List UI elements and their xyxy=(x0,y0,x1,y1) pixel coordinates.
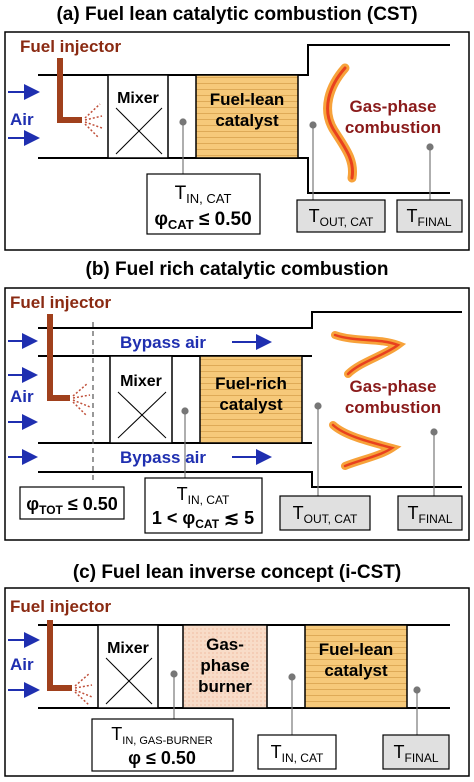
panel-b-mixer-box xyxy=(109,355,173,444)
panel-a-frame xyxy=(4,31,470,251)
panel-a-upper-duct-wall xyxy=(38,44,450,76)
panel-c-catalyst-label-1: Fuel-lean xyxy=(319,640,394,659)
panel-a-tout-label: TOUT, CAT xyxy=(309,206,374,229)
panel-b-catalyst-box xyxy=(199,355,303,444)
panel-b-bypass-bottom-label: Bypass air xyxy=(120,448,206,467)
panel-b-gas-phase-label-1: Gas-phase xyxy=(350,377,437,396)
panel-a-tin-label: TIN, CAT xyxy=(175,183,232,206)
panel-b-mixer-label: Mixer xyxy=(120,373,162,390)
panel-b-tout-box xyxy=(279,495,371,531)
panel-b-air-label: Air xyxy=(10,387,34,406)
panel-a-catalyst-label-2: catalyst xyxy=(215,111,279,130)
panel-c: (c) Fuel lean inverse concept (i-CST) Fu… xyxy=(4,562,470,777)
panel-a: (a) Fuel lean catalytic combustion (CST)… xyxy=(4,4,470,251)
panel-c-probes xyxy=(170,670,421,735)
panel-c-tfinal-box xyxy=(382,734,450,770)
panel-b-outer-upper-wall xyxy=(38,311,462,329)
panel-c-tin-gb-label: TIN, GAS-BURNER xyxy=(111,724,213,747)
panel-a-tfinal-box xyxy=(396,199,463,233)
panel-a-lower-duct-wall xyxy=(38,157,450,194)
panel-b-spray-icon xyxy=(72,382,91,417)
panel-c-burner-label-3: burner xyxy=(198,677,252,696)
panel-b-fuel-injector-icon xyxy=(47,314,70,401)
panel-c-fuel-injector-label: Fuel injector xyxy=(10,597,111,616)
panel-b-fuel-injector-label: Fuel injector xyxy=(10,293,111,312)
panel-c-tfinal-label: TFINAL xyxy=(393,742,438,765)
panel-a-gas-phase-label-1: Gas-phase xyxy=(350,97,437,116)
panel-c-burner-label-1: Gas- xyxy=(206,635,244,654)
panel-a-title: (a) Fuel lean catalytic combustion (CST) xyxy=(56,4,417,25)
panel-a-gas-phase-label-2: combustion xyxy=(345,118,441,137)
panel-b-tin-box xyxy=(144,477,263,534)
panel-a-tin-box xyxy=(146,173,261,235)
panel-c-spray-icon xyxy=(74,672,93,706)
panel-b-phitot-box xyxy=(19,486,125,520)
panel-c-tin-gb-box xyxy=(91,718,234,772)
panel-c-fuel-injector-icon xyxy=(47,620,72,691)
panel-a-tfinal-label: TFINAL xyxy=(406,206,451,229)
panel-b-tfinal-box xyxy=(397,495,463,531)
panel-a-air-label: Air xyxy=(10,110,34,129)
panel-b-frame xyxy=(4,287,470,541)
panel-b-tout-label: TOUT, CAT xyxy=(293,503,358,526)
panel-c-catalyst-box xyxy=(304,624,408,709)
panel-c-mixer-box xyxy=(97,624,159,709)
panel-c-catalyst-label-2: catalyst xyxy=(324,661,388,680)
panel-c-tin-label: TIN, CAT xyxy=(271,742,324,765)
panel-b-title: (b) Fuel rich catalytic combustion xyxy=(86,259,389,280)
panel-c-frame xyxy=(4,587,470,777)
panel-a-tout-box xyxy=(296,199,386,233)
panel-a-catalyst-box xyxy=(195,74,299,159)
panel-c-air-label: Air xyxy=(10,655,34,674)
panel-a-probes xyxy=(179,118,434,200)
panel-b: (b) Fuel rich catalytic combustion Fuel … xyxy=(4,259,470,541)
panel-a-spray-icon xyxy=(84,103,103,139)
panel-a-catalyst-label-1: Fuel-lean xyxy=(210,90,285,109)
panel-b-catalyst-label-1: Fuel-rich xyxy=(215,374,287,393)
panel-c-burner-box xyxy=(182,624,268,709)
panel-b-catalyst-label-2: catalyst xyxy=(219,395,283,414)
panel-a-mixer-box xyxy=(107,74,169,159)
panel-b-tfinal-label: TFINAL xyxy=(407,503,452,526)
panel-c-title: (c) Fuel lean inverse concept (i-CST) xyxy=(73,562,401,583)
panel-c-phi-label: φ ≤ 0.50 xyxy=(128,748,196,768)
panel-a-mixer-label: Mixer xyxy=(117,90,159,107)
panel-b-probes xyxy=(181,402,438,496)
panel-b-gas-phase-label-2: combustion xyxy=(345,398,441,417)
panel-b-phitot-label: φTOT ≤ 0.50 xyxy=(26,494,118,517)
panel-c-burner-label-2: phase xyxy=(200,656,249,675)
panel-b-phi-label: 1 < φCAT ≲ 5 xyxy=(152,508,254,531)
panel-a-phi-label: φCAT ≤ 0.50 xyxy=(154,209,251,232)
panel-c-mixer-label: Mixer xyxy=(107,640,149,657)
panel-b-tin-label: TIN, CAT xyxy=(177,484,230,507)
panel-a-fuel-injector-label: Fuel injector xyxy=(20,37,121,56)
panel-b-bypass-top-label: Bypass air xyxy=(120,333,206,352)
panel-c-tin-box xyxy=(257,734,337,770)
panel-b-outer-lower-wall xyxy=(38,471,462,488)
panel-a-fuel-injector-icon xyxy=(57,58,82,123)
